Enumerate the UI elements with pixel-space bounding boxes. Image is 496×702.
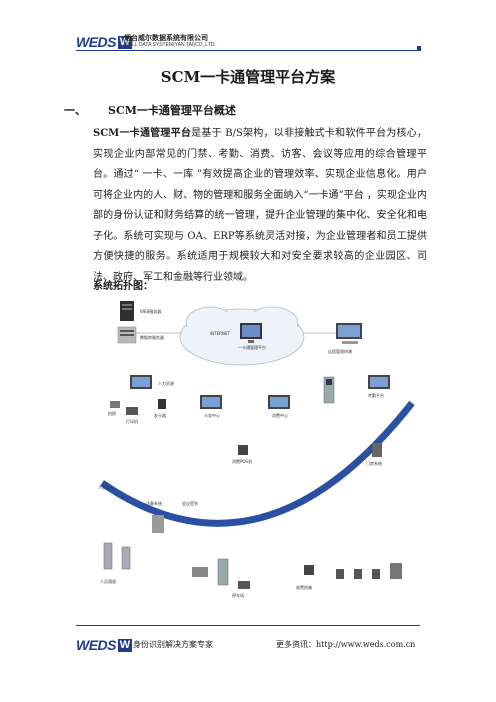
network-arc (100, 400, 415, 527)
company-name-cn: 烟台威尔数据系统有限公司 (124, 34, 208, 42)
printer-label: 打印机 (126, 418, 138, 424)
footer-website[interactable]: 更多资讯：http://www.weds.com.cn (276, 640, 416, 649)
web-server-label: WEB服务器 (140, 308, 161, 314)
visitor-label: 访客系统 (146, 500, 162, 506)
overview-paragraph: SCM一卡通管理平台是基于 B/S架构，以非接触式卡和软件平台为核心，实现企业内… (93, 124, 427, 288)
header-divider (76, 50, 420, 51)
company-logo: WEDS W (76, 34, 132, 50)
section-heading-text: SCM一卡通管理平台概述 (108, 104, 236, 117)
door-system-icon: 门禁系统 (366, 443, 382, 466)
cashier-node-icon: 收费终端 (296, 565, 314, 590)
consume-center-node-icon: 消费中心 (268, 395, 290, 418)
topology-diagram: INTERNET 一卡通管理平台 WEB服务器 数据库服务器 远程管理终端 TC… (92, 293, 422, 611)
gate-icon: 人员通道 (100, 542, 131, 584)
network-label: TCP/IP Net (210, 545, 236, 551)
meeting-label: 会议签到 (182, 500, 198, 506)
personnel-label: 人力资源 (158, 380, 174, 386)
section-number: 一、 (64, 104, 86, 117)
cashier-label: 收费终端 (296, 584, 312, 590)
platform-monitor-icon: 一卡通管理平台 (238, 323, 266, 350)
logo-text: WEDS (76, 34, 117, 50)
company-name-en: WELL DATA SYSTEM(YAN TAI)CO.,LTD. (124, 42, 216, 48)
footer-logo-text: WEDS (76, 637, 117, 653)
parking-label: 停车场 (232, 592, 244, 598)
meeting-node-icon: 会议签到 (182, 500, 208, 577)
kiosk-bottom-icon (217, 558, 229, 586)
parking-node-icon: 停车场 (232, 581, 250, 598)
scanner-icon: 拍照 (108, 401, 120, 416)
footer-slogan: 身份识别解决方案专家 (133, 640, 213, 649)
printer-icon: 打印机 (126, 407, 138, 424)
remote-label: 远程管理终端 (328, 348, 352, 354)
web-server-icon: WEB服务器 (120, 301, 161, 321)
footer-divider (76, 625, 420, 626)
reader-label: 发卡器 (154, 412, 166, 418)
personnel-node-icon: 人力资源 (130, 375, 174, 389)
company-name: 烟台威尔数据系统有限公司 WELL DATA SYSTEM(YAN TAI)CO… (124, 34, 216, 49)
paragraph-body: 是基于 B/S架构，以非接触式卡和软件平台为核心，实现企业内部常见的门禁、考勤、… (93, 128, 428, 283)
visitor-node-icon: 访客系统 (146, 500, 164, 533)
consume-center-label: 消费中心 (272, 412, 288, 418)
platform-label: 一卡通管理平台 (238, 344, 266, 350)
scanner-label: 拍照 (108, 410, 116, 416)
topology-svg: INTERNET 一卡通管理平台 WEB服务器 数据库服务器 远程管理终端 TC… (98, 301, 415, 598)
vehicle-label: 人员出入 (98, 484, 114, 490)
pos-icon: 消费POS机 (232, 445, 252, 464)
database-server-icon: 数据库服务器 (117, 326, 164, 344)
section-heading: 一、 SCM一卡通管理平台概述 (64, 102, 236, 118)
card-reader-icon: 发卡器 (154, 399, 166, 418)
header-marker (417, 46, 421, 51)
terminal-row-icons (336, 563, 402, 579)
database-server-label: 数据库服务器 (140, 334, 164, 340)
logo-mark: W (118, 35, 132, 49)
network-label-2: TCP/IP Network (252, 545, 288, 551)
page-header: WEDS W 烟台威尔数据系统有限公司 WELL DATA SYSTEM(YAN… (0, 0, 496, 56)
kiosk-icon (323, 376, 335, 404)
footer-logo-mark: W (118, 638, 132, 652)
pos-label: 消费POS机 (232, 458, 252, 464)
topology-label: 系统拓扑图： (93, 281, 153, 292)
door-label: 门禁系统 (366, 460, 382, 466)
gate-label: 人员通道 (100, 578, 116, 584)
vehicle-node-icon: 人员出入 (98, 484, 114, 490)
attendance-label: 考勤平台 (368, 392, 384, 398)
remote-terminal-icon: 远程管理终端 (328, 323, 362, 354)
internet-label: INTERNET (210, 331, 230, 336)
document-title: SCM一卡通管理平台方案 (160, 68, 336, 86)
paragraph-lead: SCM一卡通管理平台 (93, 128, 192, 139)
attendance-node-icon: 考勤平台 (368, 375, 390, 398)
footer-logo: WEDS W (76, 637, 132, 653)
card-center-label: 卡务中心 (204, 412, 220, 418)
card-center-node-icon: 卡务中心 (200, 395, 222, 418)
